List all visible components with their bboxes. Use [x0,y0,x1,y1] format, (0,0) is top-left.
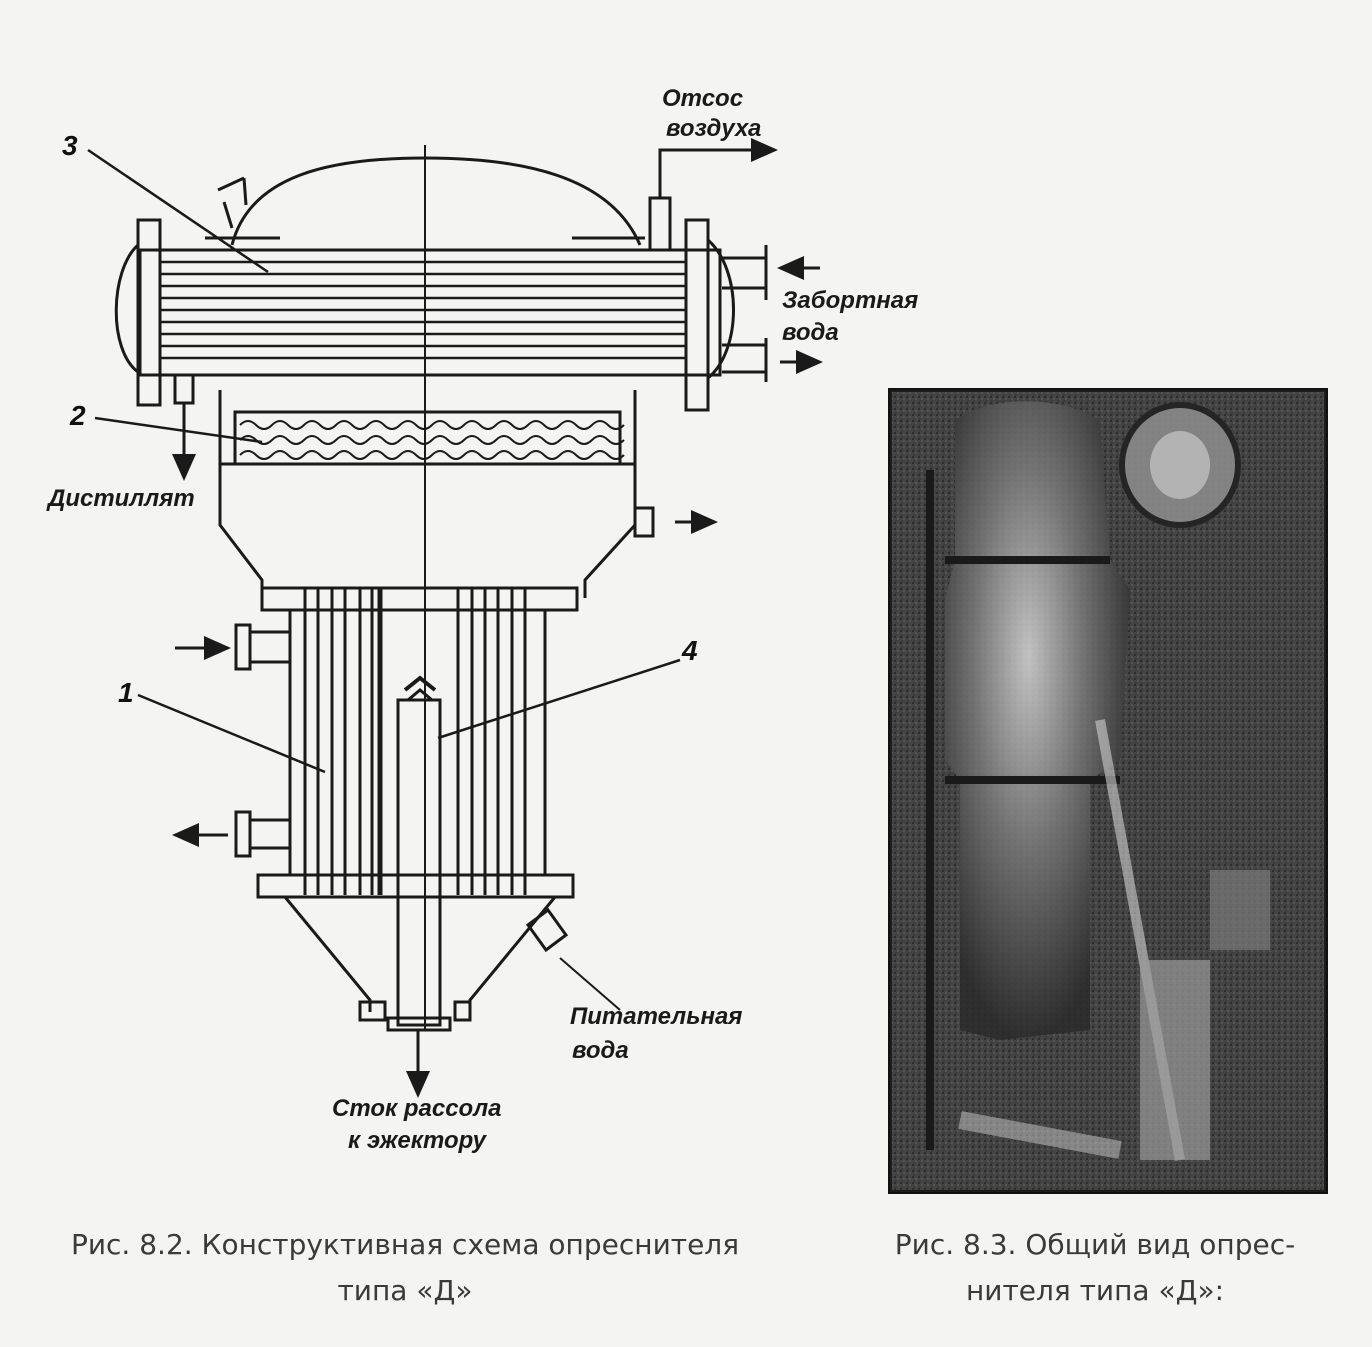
label-feed-water-1: Питательная [570,1003,742,1030]
feed-water-nozzle [525,907,569,953]
desalination-unit-photo [888,388,1328,1194]
seawater-inlet [722,245,768,300]
caption-fig-8-2-line1: Рис. 8.2. Конструктивная схема опресните… [70,1228,740,1261]
right-end-cap [707,238,735,380]
caption-fig-8-2: Рис. 8.2. Конструктивная схема опресните… [40,1222,770,1314]
heater-tubes [303,588,527,895]
top-dome [230,156,642,246]
caption-fig-8-3-line2: нителя типа «Д»: [965,1274,1225,1307]
callout-1: 1 [118,677,134,708]
dome-nozzle-left [217,176,248,229]
label-air-suction-1: Отсос [662,85,743,112]
chamber-left [218,390,264,598]
left-end-cap [114,243,140,374]
callout-2: 2 [69,400,86,431]
right-tube-plate [684,218,710,412]
callout-4: 4 [681,635,698,666]
brine-downcomer [396,698,442,1027]
bottom-cone [283,896,557,1012]
label-seawater-1: Забортная [782,287,918,314]
upper-flange [260,586,579,612]
condenser-shell [138,248,722,377]
label-brine-1: Сток рассола [332,1095,502,1122]
label-feed-water-2: вода [572,1037,629,1064]
leader-lines [87,148,681,774]
label-air-suction-2: воздуха [666,115,761,142]
label-distillate: Дистиллят [46,485,195,512]
left-tube-plate [136,218,162,407]
condenser-tubes [160,260,686,360]
label-brine-2: к эжектору [348,1127,488,1154]
caption-fig-8-3: Рис. 8.3. Общий вид опрес- нителя типа «… [860,1222,1330,1314]
desalinator-schematic [87,138,823,1098]
chamber-right [583,390,637,598]
air-suction-pipe [648,196,672,252]
caption-fig-8-3-line1: Рис. 8.3. Общий вид опрес- [894,1228,1296,1261]
callout-3: 3 [62,130,78,161]
seawater-outlet [722,338,768,382]
caption-fig-8-2-line2: типа «Д» [337,1274,473,1307]
lower-flange [256,873,575,899]
air-suction-arrow [658,138,778,198]
label-seawater-2: вода [782,319,839,346]
